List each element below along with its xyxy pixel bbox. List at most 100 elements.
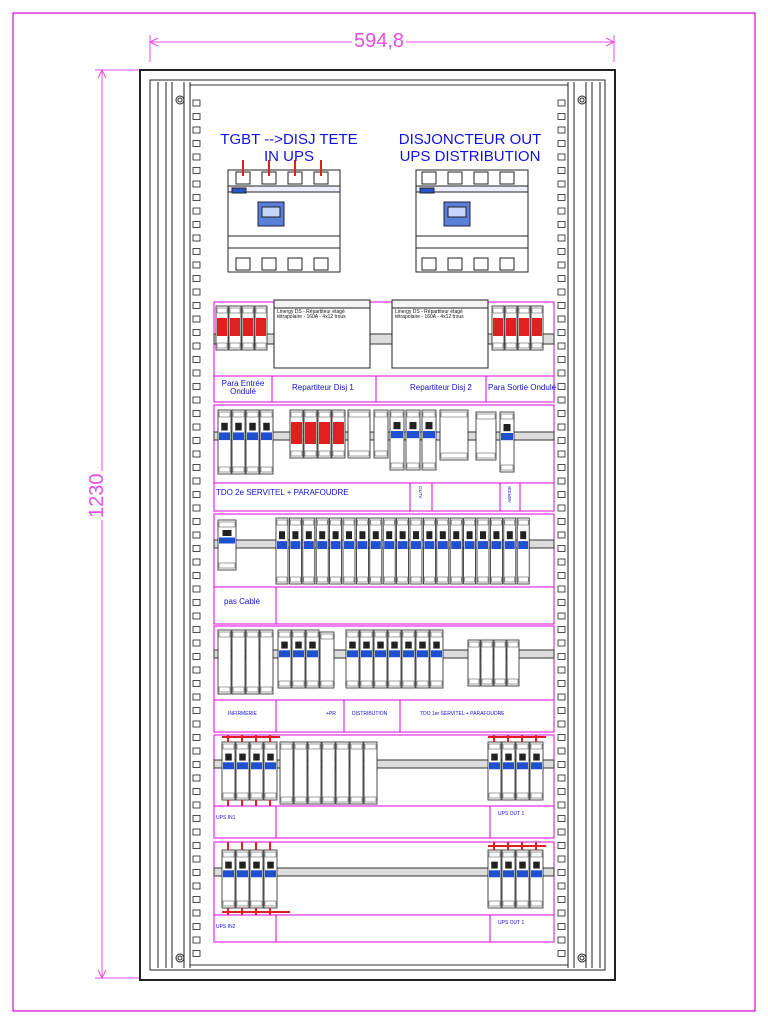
module-terminal	[250, 792, 263, 799]
rail-hole	[192, 639, 201, 647]
module-terminal	[492, 342, 504, 349]
module-terminal	[516, 743, 529, 750]
module-blue-band	[361, 650, 372, 658]
module-terminal	[364, 796, 377, 803]
module-terminal	[516, 851, 529, 858]
module-toggle	[372, 531, 379, 540]
module-terminal	[348, 450, 370, 457]
module-blue-band	[251, 870, 262, 878]
module-body	[489, 517, 503, 585]
module-red-face	[305, 422, 316, 444]
module-toggle	[235, 422, 242, 431]
module-toggle	[263, 422, 270, 431]
module-body	[493, 639, 507, 687]
rail-hole	[557, 761, 566, 768]
module-blue-band	[307, 650, 318, 658]
rail-hole	[192, 288, 201, 296]
module-terminal	[246, 686, 259, 693]
rail-hole	[192, 261, 201, 269]
module-body	[429, 629, 444, 689]
rail-hole	[192, 194, 201, 201]
row3-frame	[213, 404, 555, 512]
module-toggle	[503, 424, 511, 432]
rail-hole	[192, 140, 201, 147]
module-terminal	[346, 631, 359, 638]
module-body	[487, 849, 502, 909]
rail-hole	[192, 342, 201, 350]
module-blue-band	[233, 432, 244, 441]
module-terminal	[517, 519, 529, 526]
module-red-face	[519, 318, 529, 336]
rail-hole	[192, 869, 201, 876]
module-toggle	[239, 861, 246, 869]
module-toggle	[425, 422, 433, 430]
module-blue-band	[407, 431, 419, 439]
rail-hole	[557, 693, 566, 701]
rail-hole	[192, 410, 201, 417]
repartiteur-1	[273, 299, 371, 369]
module-terminal	[477, 576, 489, 583]
module-terminal	[292, 631, 305, 638]
module-toggle	[295, 641, 302, 649]
module-blue-band	[375, 650, 386, 658]
module-blue-band	[437, 541, 448, 550]
row2-din-rail	[213, 333, 555, 345]
rail-hole	[192, 936, 201, 944]
module-terminal	[322, 743, 335, 750]
module-terminal	[492, 307, 504, 314]
rail-hole	[557, 207, 566, 215]
module-body	[369, 517, 383, 585]
module-toggle	[253, 753, 260, 761]
module-body	[321, 741, 336, 805]
module-terminal	[242, 342, 254, 349]
rail-hole	[557, 923, 566, 930]
module-terminal	[294, 743, 307, 750]
rail-hole	[557, 248, 566, 255]
row2-left-label: Para Entrée Ondulé	[221, 379, 265, 396]
module-terminal	[502, 851, 515, 858]
module-terminal	[264, 792, 277, 799]
breaker-right-terminals-bottom	[421, 257, 515, 271]
rail-hole	[557, 369, 566, 377]
rail-hole	[557, 477, 566, 485]
module-body	[259, 409, 274, 475]
module-terminal	[530, 792, 543, 799]
module-terminal	[530, 900, 543, 907]
module-terminal	[437, 519, 449, 526]
module-toggle	[480, 531, 486, 540]
rail-hole	[192, 315, 201, 323]
module-blue-band	[344, 541, 354, 550]
module-body	[235, 741, 250, 801]
row2-rep1-label: Repartiteur Disj 1	[292, 383, 354, 392]
module-toggle	[393, 422, 401, 430]
module-blue-band	[330, 541, 341, 550]
row5-label-3: DISTRIBUTION	[352, 711, 388, 717]
module-blue-band	[290, 541, 301, 550]
module-toggle	[505, 753, 512, 761]
rail-hole	[192, 896, 201, 903]
rail-hole	[557, 450, 566, 458]
module-terminal	[330, 519, 341, 526]
module-blue-band	[303, 541, 314, 550]
module-body	[345, 629, 360, 689]
module-body	[405, 409, 421, 471]
rail-hole	[557, 747, 566, 755]
breaker-left-title: TGBT -->DISJ TETE IN UPS	[220, 131, 358, 165]
module-terminal	[264, 851, 277, 858]
breaker-left-terminals-bottom	[235, 257, 329, 271]
module-terminal	[236, 851, 249, 858]
module-toggle	[533, 861, 540, 869]
module-toggle	[292, 531, 299, 540]
module-terminal	[370, 576, 382, 583]
module-terminal	[416, 680, 429, 687]
rail-hole	[192, 612, 201, 620]
rail-hole	[192, 356, 201, 363]
module-body	[277, 629, 292, 689]
row3-vert-label-1: AUTO	[418, 486, 423, 499]
row2-rep2-label: Repartiteur Disj 2	[410, 383, 472, 392]
module-blue-band	[478, 541, 488, 550]
module-terminal	[481, 678, 493, 685]
module-body	[363, 741, 378, 805]
rail-hole	[557, 288, 566, 296]
rail-holes	[192, 99, 566, 957]
